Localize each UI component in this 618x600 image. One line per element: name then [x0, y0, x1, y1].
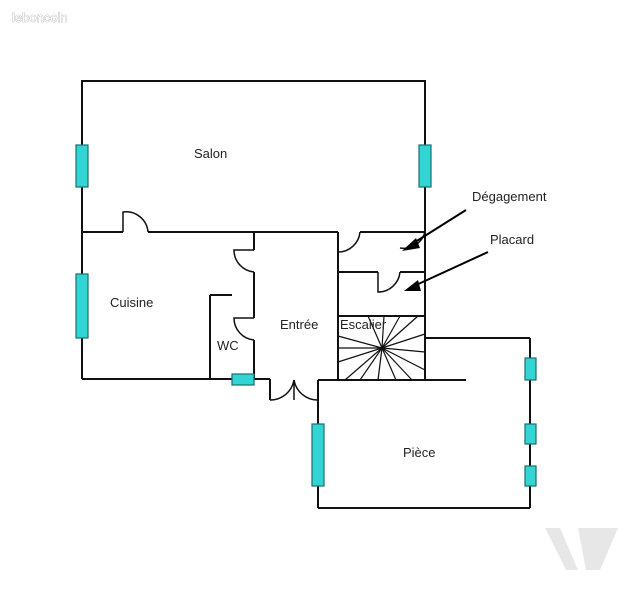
- annotation-label-placard: Placard: [490, 232, 534, 247]
- window-piece-right-1: [524, 357, 537, 381]
- annotation-arrows: [402, 209, 489, 291]
- staircase: [337, 315, 426, 381]
- watermark-logo: leboncoin: [12, 10, 68, 25]
- window-piece-right-2: [524, 423, 537, 445]
- door-placard: [377, 271, 401, 293]
- window-cuisine: [75, 273, 89, 339]
- corner-logo-mark: [545, 528, 618, 570]
- door-entree-right: [293, 379, 319, 401]
- room-label-salon: Salon: [194, 146, 227, 161]
- room-label-cuisine: Cuisine: [110, 295, 153, 310]
- door-salon-cuisine: [122, 211, 149, 233]
- windows: [75, 144, 537, 487]
- door-entree-left: [269, 379, 295, 401]
- room-label-entree: Entrée: [280, 317, 318, 332]
- arrow-placard: [413, 251, 489, 287]
- door-salon-degagement: [337, 231, 361, 253]
- window-piece-left: [311, 423, 325, 487]
- arrow-degagement: [411, 209, 467, 245]
- room-label-escalier: Escalier: [340, 317, 387, 332]
- window-salon-left: [75, 144, 89, 188]
- door-wc-entree: [233, 317, 255, 341]
- window-wc: [231, 373, 255, 386]
- window-piece-right-3: [524, 465, 537, 487]
- room-label-piece: Pièce: [403, 445, 436, 460]
- window-salon-right: [418, 144, 432, 188]
- annotation-label-degagement: Dégagement: [472, 189, 547, 204]
- room-label-wc: WC: [217, 338, 239, 353]
- doors: [122, 211, 426, 401]
- door-cuisine-entree: [233, 249, 255, 273]
